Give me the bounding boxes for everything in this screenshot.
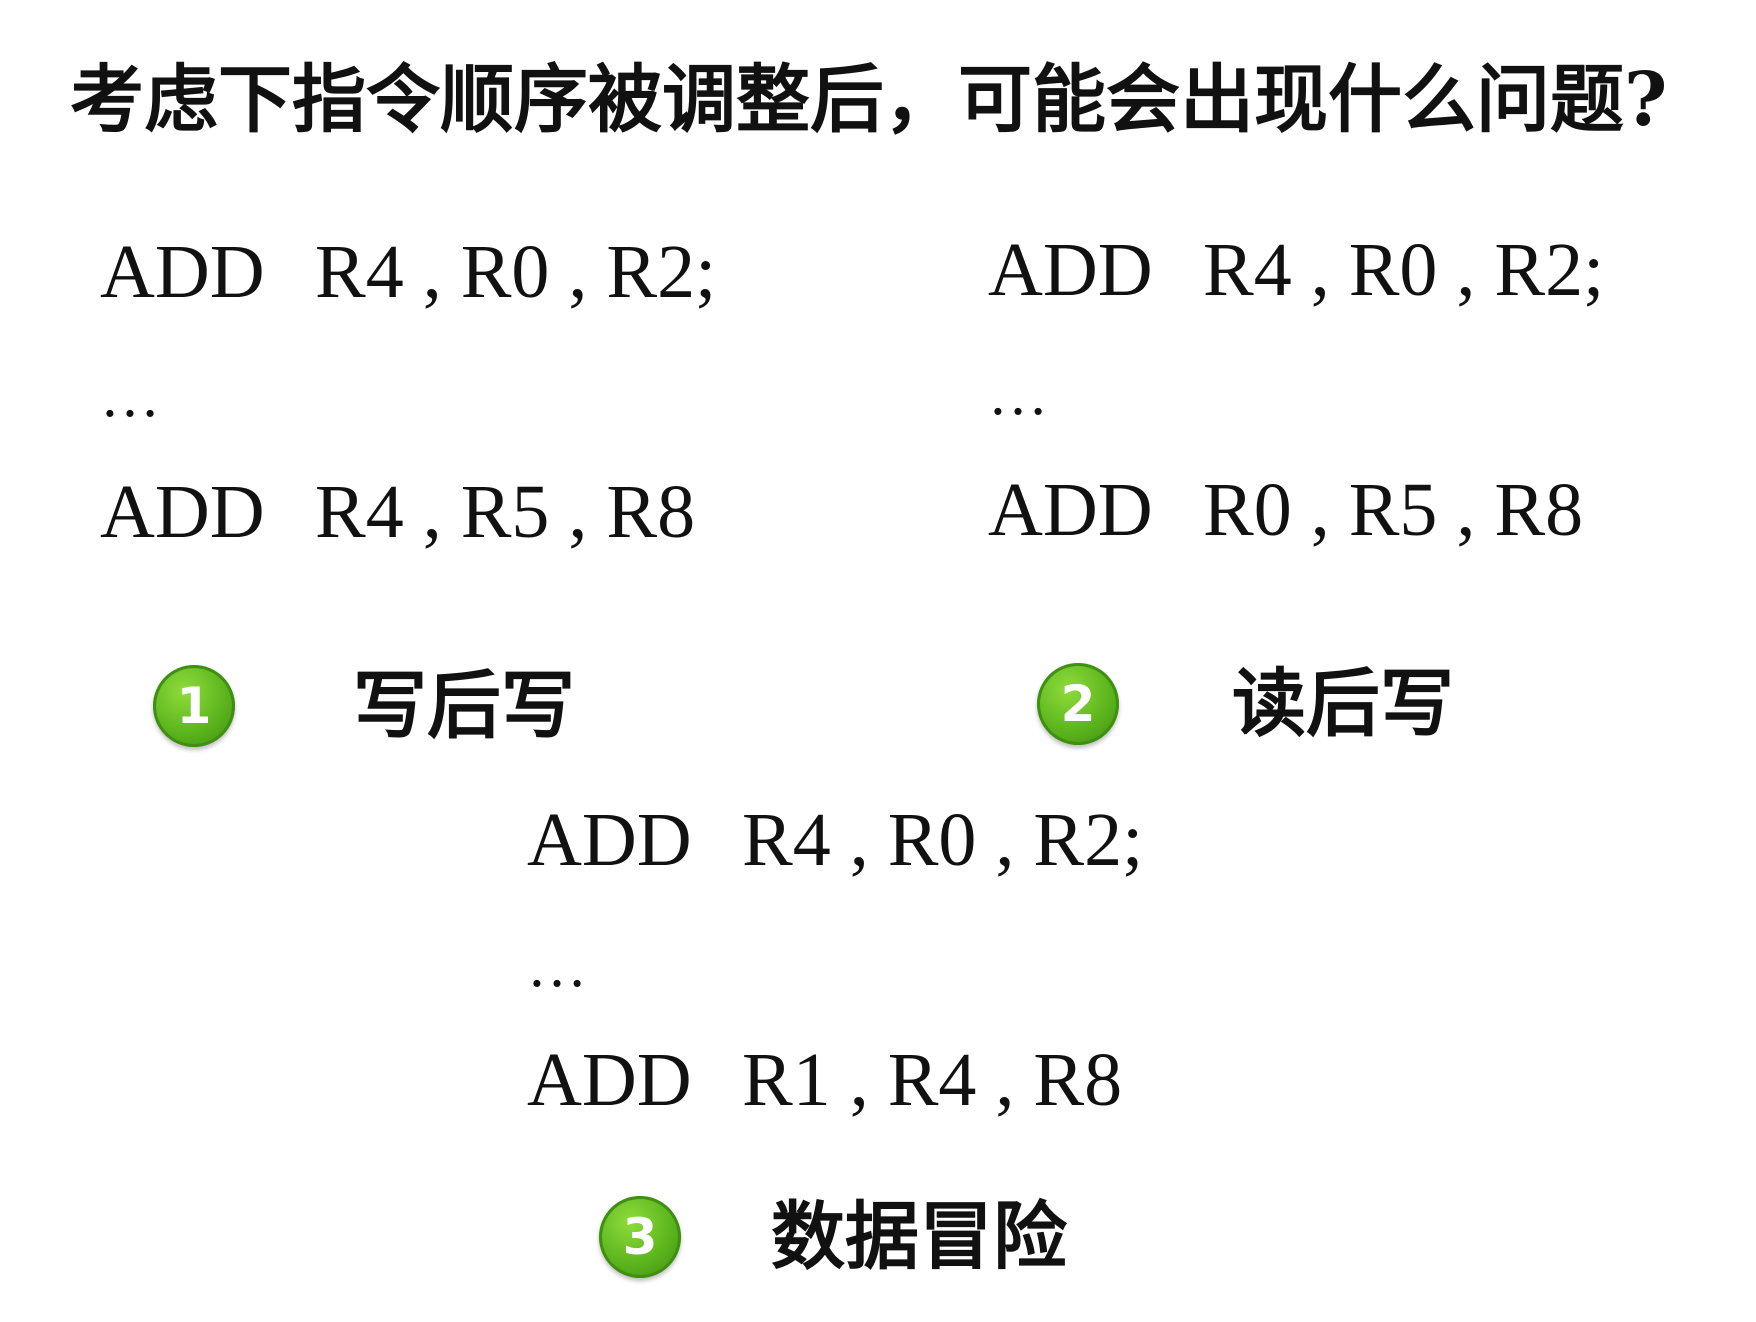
example-3-line-1-op: ADD <box>527 798 692 882</box>
example-3-code: ADD R4 , R0 , R2; … ADD R1 , R4 , R8 <box>527 800 1247 1140</box>
example-1-line-1: ADD R4 , R0 , R2; <box>100 232 716 312</box>
example-2-line-2-op: ADD <box>988 468 1153 552</box>
example-1-line-2-args: R4 , R5 , R8 <box>315 470 696 554</box>
example-2-code: ADD R4 , R0 , R2; … ADD R0 , R5 , R8 <box>988 230 1708 570</box>
example-3-line-1: ADD R4 , R0 , R2; <box>527 800 1143 880</box>
example-1-line-2: ADD R4 , R5 , R8 <box>100 472 695 552</box>
example-2-line-2-args: R0 , R5 , R8 <box>1203 468 1584 552</box>
example-3-line-2: ADD R1 , R4 , R8 <box>527 1040 1122 1120</box>
example-1-label: 写后写 <box>353 663 575 749</box>
example-3-ellipsis: … <box>527 933 593 999</box>
example-1-line-2-op: ADD <box>100 470 265 554</box>
example-2-line-2: ADD R0 , R5 , R8 <box>988 470 1583 550</box>
example-2-label-row: 2 读后写 <box>1037 661 1517 753</box>
example-1-line-1-op: ADD <box>100 230 265 314</box>
example-2-label: 读后写 <box>1232 661 1454 747</box>
example-1-ellipsis: … <box>100 363 166 429</box>
badge-3-icon: 3 <box>599 1196 681 1278</box>
badge-2-icon: 2 <box>1037 663 1119 745</box>
example-3-line-2-args: R1 , R4 , R8 <box>742 1038 1123 1122</box>
example-2-line-1-op: ADD <box>988 228 1153 312</box>
example-3-line-2-op: ADD <box>527 1038 692 1122</box>
example-3-label: 数据冒险 <box>771 1194 1067 1280</box>
badge-1-icon: 1 <box>153 665 235 747</box>
example-2-line-1: ADD R4 , R0 , R2; <box>988 230 1604 310</box>
example-1-label-row: 1 写后写 <box>153 663 633 755</box>
example-2-line-1-args: R4 , R0 , R2; <box>1203 228 1605 312</box>
example-1-line-1-args: R4 , R0 , R2; <box>315 230 717 314</box>
page-title: 考虑下指令顺序被调整后，可能会出现什么问题? <box>70 57 1668 143</box>
example-3-label-row: 3 数据冒险 <box>599 1194 1159 1286</box>
example-3-line-1-args: R4 , R0 , R2; <box>742 798 1144 882</box>
example-2-ellipsis: … <box>988 361 1054 427</box>
example-1-code: ADD R4 , R0 , R2; … ADD R4 , R5 , R8 <box>100 232 820 572</box>
